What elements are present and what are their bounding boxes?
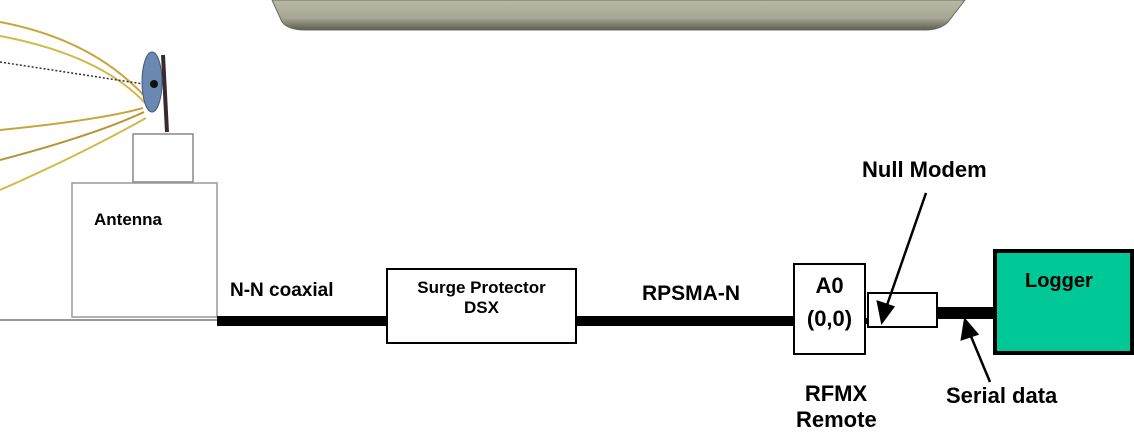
radio-caption-line2: Remote	[796, 407, 876, 433]
serial-data-arrow	[962, 320, 990, 382]
radio-coords: (0,0)	[795, 306, 864, 331]
serial-data-label: Serial data	[946, 383, 1057, 408]
antenna-mast	[163, 55, 167, 132]
antenna-base-box	[72, 183, 217, 317]
radio-caption: RFMX Remote	[796, 381, 876, 434]
surge-protector-box: Surge Protector DSX	[386, 268, 577, 344]
signal-waves-icon	[0, 22, 148, 190]
surge-protector-line2: DSX	[388, 298, 575, 318]
rpsma-label: RPSMA-N	[642, 282, 740, 306]
beam-line	[0, 62, 150, 85]
device-photo-strip	[272, 0, 965, 30]
logger-box: Logger	[993, 249, 1134, 355]
surge-protector-line1: Surge Protector	[388, 278, 575, 298]
antenna-mount	[133, 134, 193, 182]
radio-caption-line1: RFMX	[796, 381, 876, 407]
logger-label: Logger	[1025, 270, 1093, 293]
radio-box: A0 (0,0)	[793, 263, 866, 355]
coax-label: N-N coaxial	[230, 280, 333, 302]
null-modem-label: Null Modem	[862, 157, 987, 182]
radio-id: A0	[795, 273, 864, 298]
antenna-label: Antenna	[94, 210, 162, 230]
